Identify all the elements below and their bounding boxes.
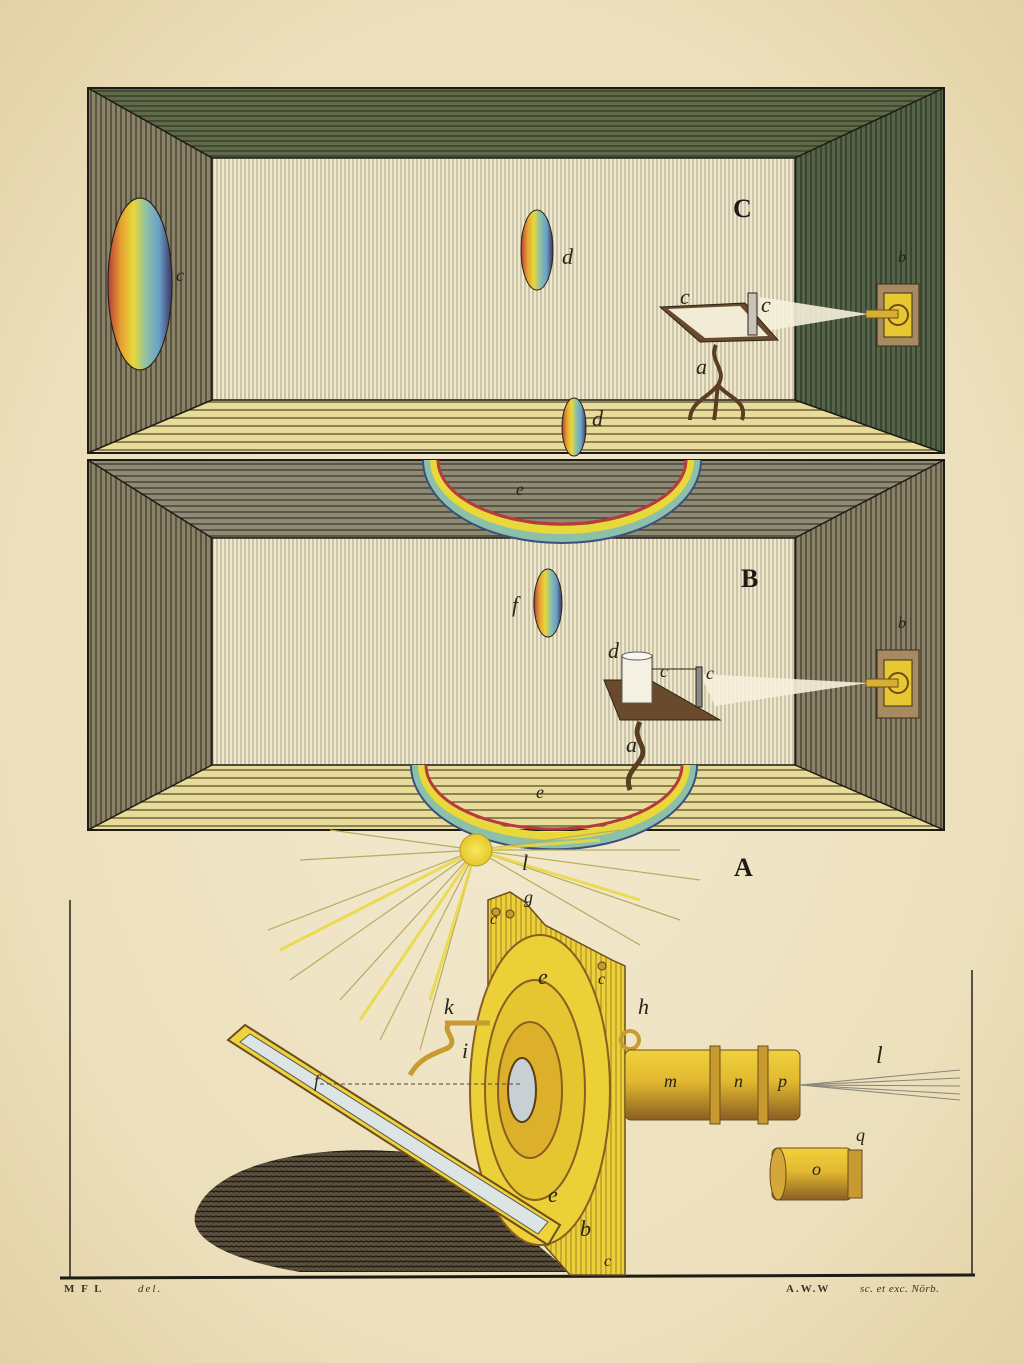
label-b-aperture: b bbox=[898, 615, 906, 632]
label-c-stand: a bbox=[696, 354, 707, 379]
label-b-rainbow-floor: e bbox=[536, 782, 544, 802]
label-b-rainbow-ceiling: e bbox=[516, 479, 524, 499]
label-c-prism: c bbox=[761, 292, 771, 317]
label-b-stand: a bbox=[626, 732, 637, 757]
label-a-eyepiece-q: q bbox=[856, 1125, 865, 1145]
label-a-arm-k: k bbox=[444, 994, 454, 1019]
figure-b-caption: B bbox=[741, 564, 759, 593]
label-a-disc-top: e bbox=[538, 964, 548, 989]
signature-left-initials: M F L bbox=[64, 1283, 104, 1295]
label-c-spectrum-left: c bbox=[176, 265, 184, 285]
label-b-vessel: d bbox=[608, 638, 619, 663]
label-c-spectrum-floor: d bbox=[592, 406, 603, 431]
label-a-arm-i: i bbox=[462, 1038, 469, 1063]
sun-icon bbox=[459, 833, 493, 867]
label-a-tube-n: n bbox=[734, 1071, 743, 1091]
label-a-eyepiece-o: o bbox=[812, 1159, 821, 1179]
label-a-tube-m: m bbox=[664, 1071, 677, 1091]
label-a-plate-c: c bbox=[604, 1253, 612, 1270]
signature-left-role: del. bbox=[138, 1283, 163, 1295]
figure-a-caption: A bbox=[734, 853, 753, 882]
signature-right-initials: A.W.W bbox=[786, 1283, 831, 1295]
label-a-mirror: f bbox=[314, 1071, 320, 1091]
figure-b-room bbox=[87, 459, 945, 851]
label-c-aperture: b bbox=[898, 249, 906, 266]
spectrum-back-wall bbox=[520, 209, 554, 291]
label-a-disc-bottom: e bbox=[548, 1182, 558, 1207]
figure-c-caption: C bbox=[733, 194, 752, 223]
label-c-spectrum-back: d bbox=[562, 244, 573, 269]
label-a-beam-out: l bbox=[876, 1043, 883, 1069]
label-a-screw-top: c bbox=[490, 911, 498, 928]
spectrum-floor bbox=[561, 397, 587, 457]
label-a-tube-p: p bbox=[778, 1071, 787, 1091]
spectrum-b-back-wall bbox=[533, 568, 563, 638]
label-a-notch: g bbox=[524, 887, 533, 907]
label-b-spectrum: f bbox=[512, 592, 519, 617]
spectrum-left-wall bbox=[107, 197, 173, 371]
label-a-screw-right: c bbox=[598, 971, 606, 988]
label-b-prism: c bbox=[706, 663, 714, 683]
label-b-rod: c bbox=[660, 661, 668, 681]
figure-c-room bbox=[87, 87, 945, 457]
label-c-table: c bbox=[680, 284, 690, 309]
label-a-ring: h bbox=[638, 994, 649, 1019]
figure-a-apparatus bbox=[59, 829, 976, 1280]
label-a-sun-ray: l bbox=[522, 850, 529, 875]
label-a-plate-b: b bbox=[580, 1216, 591, 1241]
signature-right-role: sc. et exc. Nörb. bbox=[860, 1283, 940, 1295]
